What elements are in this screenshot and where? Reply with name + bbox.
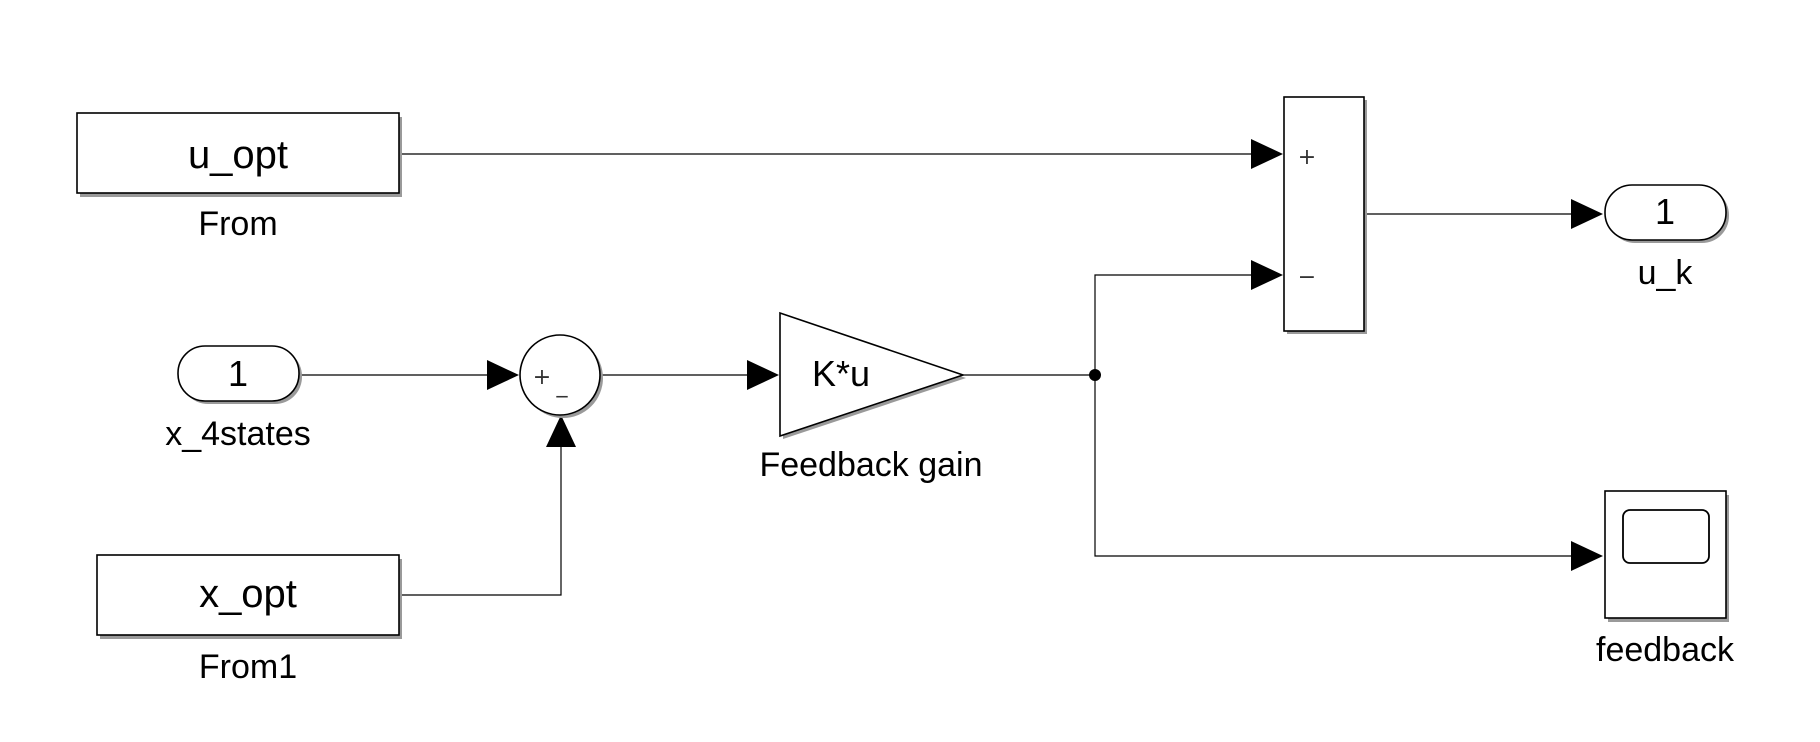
line-x-opt-to-small-sum[interactable] xyxy=(400,445,562,596)
line-branch-to-scope[interactable] xyxy=(1094,375,1575,557)
arrowhead-small-sum-plus xyxy=(487,360,519,390)
sum-block-control-plus-sign: + xyxy=(1298,145,1316,170)
sum-block-control-body[interactable] xyxy=(1283,96,1365,332)
from-block-u-opt-label[interactable]: From xyxy=(198,205,277,243)
outport-block-u-k[interactable]: 1 u_k xyxy=(1604,184,1729,292)
from-block-x-opt-tag: x_opt xyxy=(199,572,297,616)
from-block-u-opt-body[interactable] xyxy=(76,112,400,194)
arrowhead-sum-minus xyxy=(1251,260,1283,290)
outport-block-label[interactable]: u_k xyxy=(1638,254,1694,292)
signal-lines xyxy=(299,153,1575,596)
sum-block-error[interactable]: + _ xyxy=(519,334,603,418)
from-block-x-opt-label[interactable]: From1 xyxy=(199,648,297,686)
from-block-x-opt[interactable]: x_opt From1 xyxy=(96,554,402,686)
sum-block-error-plus-sign: + xyxy=(533,365,551,390)
from-block-u-opt[interactable]: u_opt From xyxy=(76,112,402,243)
arrowhead-small-sum-minus xyxy=(546,415,576,447)
inport-block-x-4states[interactable]: 1 x_4states xyxy=(165,345,311,453)
outport-block-body[interactable] xyxy=(1604,184,1727,241)
sum-block-error-minus-sign: _ xyxy=(556,373,569,398)
branch-point xyxy=(1089,369,1101,381)
arrowhead-sum-plus xyxy=(1251,139,1283,169)
arrowhead-gain-input xyxy=(747,360,779,390)
gain-block-label[interactable]: Feedback gain xyxy=(759,446,982,484)
sum-block-control-minus-sign: − xyxy=(1298,265,1316,290)
gain-block-expression: K*u xyxy=(812,353,870,394)
from-block-u-opt-tag: u_opt xyxy=(188,133,288,177)
arrowheads xyxy=(487,139,1603,571)
sum-block-error-body[interactable] xyxy=(519,334,601,416)
gain-block-body[interactable] xyxy=(779,311,966,438)
from-block-x-opt-body[interactable] xyxy=(96,554,400,636)
outport-block-number: 1 xyxy=(1655,191,1675,232)
gain-block-feedback[interactable]: K*u Feedback gain xyxy=(759,311,983,484)
scope-screen-icon xyxy=(1622,509,1710,564)
inport-block-body[interactable] xyxy=(177,345,300,402)
scope-block-label[interactable]: feedback xyxy=(1596,631,1735,669)
arrowhead-scope xyxy=(1571,541,1603,571)
inport-block-number: 1 xyxy=(228,353,248,394)
arrowhead-outport xyxy=(1571,199,1603,229)
scope-block-feedback[interactable]: feedback xyxy=(1596,490,1735,669)
sum-block-control[interactable]: + − xyxy=(1283,96,1367,334)
inport-block-label[interactable]: x_4states xyxy=(165,415,311,453)
line-branch-to-sum[interactable] xyxy=(1094,274,1255,375)
